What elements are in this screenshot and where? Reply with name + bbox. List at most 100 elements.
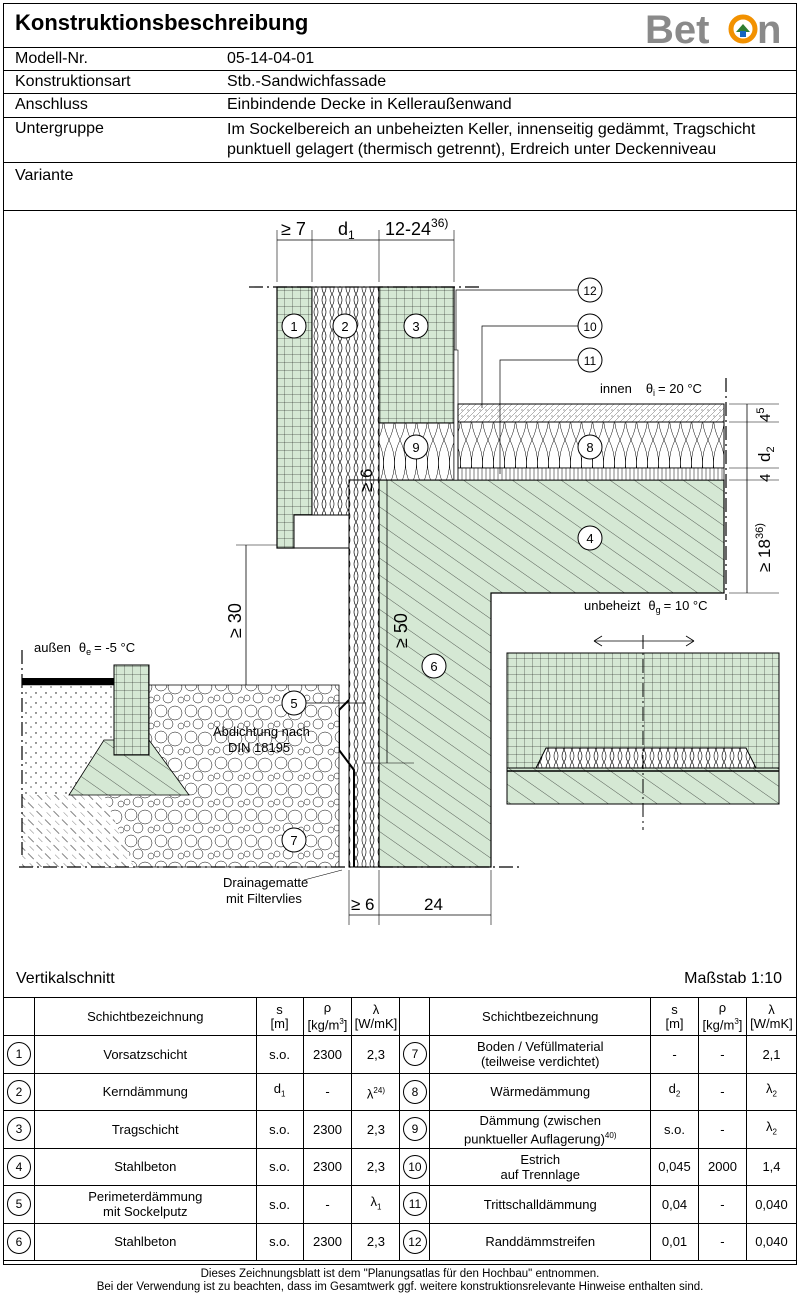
row-number: 11 xyxy=(402,1192,427,1217)
dim-bottom-24: 24 xyxy=(424,895,443,914)
dim-right-1: 45 xyxy=(755,408,774,422)
layer-lambda: λ24) xyxy=(351,1072,401,1111)
page-title: Konstruktionsbeschreibung xyxy=(15,10,309,35)
section-caption: Vertikalschnitt xyxy=(16,970,115,987)
marker-7: 7 xyxy=(281,827,307,853)
table-header-row: Schichtbezeichnung s[m] ρ[kg/m3] λ[W/mK]… xyxy=(3,997,798,1036)
anschluss-label: Anschluss xyxy=(15,96,88,113)
svg-text:12: 12 xyxy=(583,284,597,298)
layer-rho: 2000 xyxy=(697,1147,747,1186)
row-number: 3 xyxy=(6,1117,31,1142)
row-number: 1 xyxy=(6,1042,31,1067)
marker-12: 12 xyxy=(455,277,603,350)
table-row: 1 Vorsatzschicht s.o. 2300 2,3 7 Boden /… xyxy=(3,1035,798,1074)
row-number: 7 xyxy=(402,1042,427,1067)
col-rho: ρ[kg/m3] xyxy=(302,997,353,1036)
layer-rho: - xyxy=(697,1110,747,1149)
sheet-frame xyxy=(3,3,797,1265)
dim-right-4: ≥ 1836) xyxy=(754,523,774,572)
dim-top-2: d1 xyxy=(338,219,355,242)
footer-line2: Bei der Verwendung ist zu beachten, dass… xyxy=(96,1281,704,1293)
layer-s: d1 xyxy=(255,1072,304,1111)
dim-top-1: ≥ 7 xyxy=(281,219,306,239)
layer-lambda: λ2 xyxy=(745,1110,798,1149)
layer-table: Schichtbezeichnung s[m] ρ[kg/m3] λ[W/mK]… xyxy=(3,997,798,1261)
layer-rho: - xyxy=(697,1035,747,1074)
layer-s: d2 xyxy=(650,1072,699,1111)
layer-s: s.o. xyxy=(650,1110,699,1149)
layer-name: Tragschicht xyxy=(33,1110,257,1149)
layer-s: 0,01 xyxy=(650,1222,699,1261)
col-lambda-2: λ[W/mK] xyxy=(745,997,798,1036)
layer-lambda: 2,3 xyxy=(351,1035,401,1074)
layer-lambda: 1,4 xyxy=(745,1147,798,1186)
layer-name: Stahlbeton xyxy=(33,1147,257,1186)
svg-text:10: 10 xyxy=(583,320,597,334)
abdichtung-line2: DIN 18195 xyxy=(228,740,290,755)
layer-rho: 2300 xyxy=(302,1110,353,1149)
dim-top-3: 12-2436) xyxy=(385,216,448,239)
marker-6: 6 xyxy=(421,653,447,679)
randdaemmstreifen xyxy=(453,349,459,481)
modell-label: Modell-Nr. xyxy=(15,50,88,67)
oberflaeche xyxy=(22,678,114,685)
konstruktionsart-value: Stb.-Sandwichfassade xyxy=(227,73,387,90)
layer-s: s.o. xyxy=(255,1185,304,1224)
svg-text:8: 8 xyxy=(586,440,593,455)
row-number: 2 xyxy=(6,1079,31,1104)
table-row: 6 Stahlbeton s.o. 2300 2,3 12 Randdämmst… xyxy=(3,1222,798,1261)
row-number: 12 xyxy=(402,1229,427,1254)
abdichtung-line1: Abdichtung nach xyxy=(213,724,310,739)
layer-lambda: 0,040 xyxy=(745,1222,798,1261)
dim-50: ≥ 50 xyxy=(391,613,411,648)
row-number: 10 xyxy=(402,1154,427,1179)
layer-rho: - xyxy=(697,1072,747,1111)
marker-4: 4 xyxy=(577,525,603,551)
row-untergruppe: Untergruppe Im Sockelbereich an unbeheiz… xyxy=(3,118,797,163)
kerndaemmung-lower xyxy=(293,514,350,549)
col-s: s[m] xyxy=(255,997,304,1036)
marker-1: 1 xyxy=(281,313,307,339)
col-lambda: λ[W/mK] xyxy=(351,997,401,1036)
layer-name: Stahlbeton xyxy=(33,1222,257,1261)
svg-text:Bet: Bet xyxy=(645,8,709,49)
anschluss-value: Einbindende Decke in Kelleraußenwand xyxy=(227,96,512,113)
layer-lambda: λ2 xyxy=(745,1072,798,1111)
svg-text:6: 6 xyxy=(430,659,437,674)
layer-lambda: 2,3 xyxy=(351,1222,401,1261)
layer-rho: - xyxy=(302,1185,353,1224)
section-drawing: ≥ 7 d1 12-2436) 45 d2 4 ≥ 1836) ≥ 30 ≥ 5… xyxy=(19,216,780,925)
marker-11: 11 xyxy=(499,347,603,474)
scale-caption: Maßstab 1:10 xyxy=(684,970,782,987)
layer-name: Wärmedämmung xyxy=(429,1072,652,1111)
row-number: 6 xyxy=(6,1229,31,1254)
drainage-line1: Drainagematte xyxy=(223,875,308,890)
marker-9: 9 xyxy=(403,434,429,460)
untergruppe-value-line1: Im Sockelbereich an unbeheizten Keller, … xyxy=(227,121,756,138)
tragschicht xyxy=(378,286,455,424)
dim-right-3: 4 xyxy=(757,474,774,482)
layer-s: - xyxy=(650,1035,699,1074)
marker-2: 2 xyxy=(332,313,358,339)
layer-name: Boden / Vefüllmaterial(teilweise verdich… xyxy=(429,1035,652,1074)
konstruktionsart-label: Konstruktionsart xyxy=(15,73,131,90)
bordstein xyxy=(113,664,150,756)
row-modell: Modell-Nr. 05-14-04-01 xyxy=(3,48,797,71)
layer-name: Trittschalldämmung xyxy=(429,1185,652,1224)
dim-bottom-6: ≥ 6 xyxy=(351,895,375,914)
layer-rho: 2300 xyxy=(302,1147,353,1186)
layer-s: 0,04 xyxy=(650,1185,699,1224)
layer-rho: 2300 xyxy=(302,1035,353,1074)
table-row: 2 Kerndämmung d1 - λ24) 8 Wärmedämmung d… xyxy=(3,1072,798,1111)
title-row: Konstruktionsbeschreibung Bet n xyxy=(3,3,797,49)
erdreich-unten xyxy=(22,795,134,867)
layer-lambda: 0,040 xyxy=(745,1185,798,1224)
layer-rho: 2300 xyxy=(302,1222,353,1261)
svg-text:4: 4 xyxy=(586,531,593,546)
svg-text:9: 9 xyxy=(412,440,419,455)
